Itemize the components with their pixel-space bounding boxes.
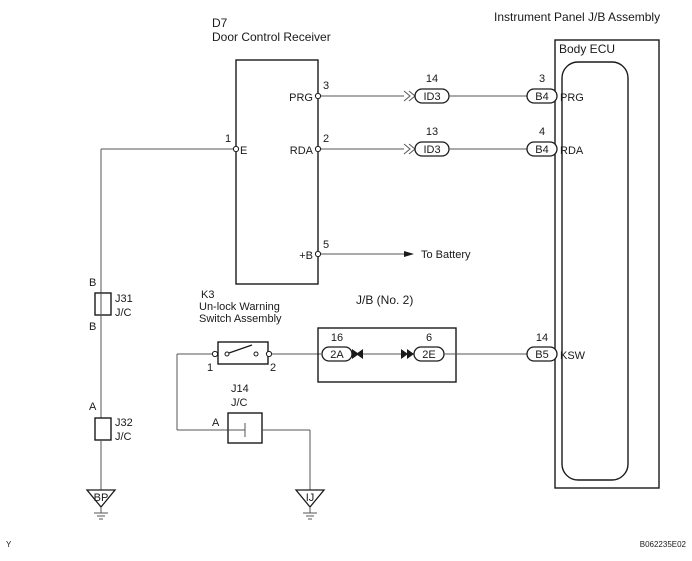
jb2-left-conn: 2A [330,349,344,361]
d7-pin-b-dot [314,250,322,258]
d7-pin-rda-num: 2 [323,133,329,145]
ecu-prg-conn-label: B4 [535,91,548,103]
j31-box [94,292,112,316]
ip-jb-box [554,39,660,489]
j31-code: J31 [115,293,133,305]
to-battery-label: To Battery [421,249,471,261]
j31-bottom-pin: B [89,321,96,333]
jb2-right-conn: 2E [422,349,435,361]
jb2-right-num: 6 [426,332,432,344]
ecu-rda-name: RDA [560,145,584,157]
d7-pin-prg-name: PRG [289,92,313,104]
d7-code: D7 [212,16,228,30]
jb2-right-chevron [407,349,414,359]
d7-pin-b-name: +B [299,250,313,262]
j32-pin: A [89,401,97,413]
id3-prg-label: ID3 [423,91,440,103]
ecu-prg-name: PRG [560,92,584,104]
jb2-box [317,327,457,383]
id3-rda-num: 13 [426,126,438,138]
doc-code: B062235E02 [640,540,687,549]
connector-chevron-rda [403,143,416,155]
k3-pin1-dot [211,350,219,358]
id3-rda-label: ID3 [423,144,440,156]
body-ecu-box [561,61,629,481]
j32-box [94,417,112,441]
jb2-title: J/B (No. 2) [356,293,413,307]
ecu-ksw-connector [526,346,558,362]
j14-code: J14 [231,383,249,395]
corner-mark: Y [6,540,12,549]
d7-pin-e-dot [232,145,240,153]
connector-chevron-prg [403,90,416,102]
d7-pin-e-name: E [240,145,247,157]
d7-pin-prg-num: 3 [323,80,329,92]
j14-box [227,412,263,444]
battery-arrow [404,251,414,257]
ground-ij-label: IJ [306,492,315,504]
k3-line1: Un-lock Warning [199,301,280,313]
d7-box [235,59,319,285]
d7-pin-rda-dot [314,145,322,153]
ecu-prg-connector [526,88,558,104]
body-ecu-label: Body ECU [559,42,615,56]
d7-pin-prg-dot [314,92,322,100]
ground-bp-label: BP [94,492,109,504]
d7-pin-rda-name: RDA [290,145,314,157]
d7-pin-e-num: 1 [225,133,231,145]
k3-line2: Switch Assembly [199,313,282,325]
ground-bp-symbol [85,489,117,509]
id3-prg-num: 14 [426,73,438,85]
d7-pin-b-num: 5 [323,239,329,251]
k3-contact-right [253,351,259,357]
k3-code: K3 [201,289,214,301]
k3-pin2-dot [265,350,273,358]
k3-contact-left [224,351,230,357]
ecu-ksw-conn-label: B5 [535,349,548,361]
ecu-rda-num: 4 [539,126,545,138]
jb2-mid-left-chevron [356,349,363,359]
jb2-mid-right-chevron [401,349,408,359]
j31-top-pin: B [89,277,96,289]
ecu-ksw-name: KSW [560,350,586,362]
d7-name: Door Control Receiver [212,30,331,44]
ecu-ksw-num: 14 [536,332,548,344]
j14-pin: A [212,417,220,429]
j32-type: J/C [115,431,132,443]
ip-jb-title: Instrument Panel J/B Assembly [494,10,660,24]
ecu-rda-connector [526,141,558,157]
j14-type: J/C [231,397,248,409]
k3-pin2: 2 [270,362,276,374]
jb2-left-num: 16 [331,332,343,344]
k3-pin1: 1 [207,362,213,374]
jb2-left-chevron [352,349,359,359]
k3-switch-blade [228,344,253,354]
ecu-rda-conn-label: B4 [535,144,548,156]
j31-type: J/C [115,307,132,319]
ecu-prg-num: 3 [539,73,545,85]
ground-ij-symbol [294,489,326,509]
j32-code: J32 [115,417,133,429]
